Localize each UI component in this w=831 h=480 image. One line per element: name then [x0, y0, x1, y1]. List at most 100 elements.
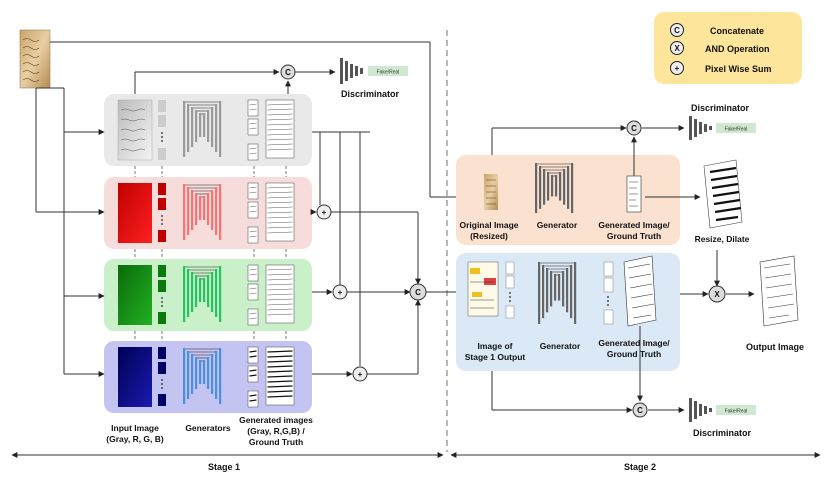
generator-stage2-bottom [538, 262, 577, 324]
stage2-bottom-generator [538, 262, 577, 324]
svg-text:C: C [415, 288, 421, 297]
stage2-bottom-ground-truth-label: Ground Truth [607, 349, 661, 359]
stage1-label: Stage 1 [208, 462, 240, 472]
generator-red [183, 184, 222, 240]
sum-node-red: + [316, 204, 332, 220]
svg-text:C: C [285, 68, 291, 77]
stage2-and-routing [680, 250, 755, 297]
generated-patch [247, 264, 259, 282]
stage1-discriminator-label: Discriminator [341, 89, 400, 99]
stage1-disc-routing [134, 69, 336, 94]
source-routing [35, 41, 481, 377]
stage2-bottom-concat-node: C [632, 402, 648, 418]
generated-patch [247, 118, 259, 136]
svg-text:X: X [714, 290, 720, 299]
input-image-sublabel: (Gray, R, G, B) [106, 434, 164, 444]
legend-label: AND Operation [705, 44, 770, 54]
stage2-bottom-generated-label: Generated Image/ [598, 338, 670, 348]
and-node: X [708, 285, 726, 303]
legend-label: Pixel Wise Sum [705, 64, 771, 74]
stage1-output-image [467, 261, 515, 319]
svg-text:C: C [631, 124, 637, 133]
stage1-concat-node: C [280, 64, 296, 80]
stage2-top-concat-node: C [626, 120, 642, 136]
stage2-generator-label: Generator [537, 220, 578, 230]
generated-patch [247, 390, 259, 408]
generated-patch [247, 308, 259, 326]
stage1-output-label: Image of [478, 341, 513, 351]
output-image [759, 255, 799, 327]
generated-patch [247, 283, 259, 301]
generators-label: Generators [185, 423, 231, 433]
stage2-bottom-generated-pages [603, 255, 657, 327]
generated-patch [247, 182, 259, 200]
generated-patch [247, 99, 259, 117]
generated-patch [247, 346, 259, 364]
generated-patch [247, 365, 259, 383]
legend-symbol: C [674, 26, 680, 35]
merge-concat-node: C [409, 283, 427, 301]
stage1-merge-routing [310, 131, 479, 377]
generated-patch [247, 201, 259, 219]
svg-text:+: + [322, 208, 327, 217]
stage1-generators [183, 101, 222, 404]
stage2-top-discriminator: Fake/Real Discriminator [689, 103, 756, 140]
ground-truth-page [265, 346, 295, 406]
input-image-label: Input Image [111, 423, 159, 433]
source-document-image [19, 29, 51, 89]
generated-images-label: Generated images [239, 415, 313, 425]
generator-stage2-top [535, 163, 574, 213]
legend-box [654, 12, 802, 84]
stage2-bottom-discriminator: Fake/Real Discriminator [689, 398, 756, 438]
stage2-bottom-generator-label: Generator [540, 341, 581, 351]
ground-truth-page [265, 264, 295, 324]
legend-symbol: X [674, 44, 680, 53]
resize-dilate-label: Resize, Dilate [695, 234, 750, 244]
fake-real-tag: Fake/Real [725, 409, 748, 415]
dilated-image [703, 159, 743, 229]
stage1-discriminator: Fake/Real Discriminator [340, 58, 408, 99]
generator-gray [183, 101, 222, 157]
stage2-top-generator [535, 163, 574, 213]
original-image-sublabel: (Resized) [470, 231, 508, 241]
ground-truth-page [265, 99, 295, 159]
generated-images-sublabel: (Gray, R,G,B) / [247, 426, 305, 436]
stage2-top-discriminator-label: Discriminator [691, 103, 750, 113]
stage2-bottom-discriminator-label: Discriminator [693, 428, 752, 438]
sum-node-green: + [332, 284, 348, 300]
input-images [117, 99, 153, 407]
sum-node-blue: + [352, 366, 368, 382]
generated-patch [247, 143, 259, 161]
generated-patch [247, 226, 259, 244]
svg-text:+: + [338, 288, 343, 297]
patch-stacks [158, 100, 166, 406]
output-image-label: Output Image [746, 342, 804, 352]
original-resized-image [484, 174, 498, 210]
generated-images [247, 99, 295, 408]
generator-green [183, 266, 222, 322]
stage2-top-disc-routing [491, 125, 701, 200]
ground-truth-label: Ground Truth [249, 437, 303, 447]
original-image-label: Original Image [459, 220, 518, 230]
fake-real-tag: Fake/Real [725, 127, 748, 133]
stage2-top-generated-page [626, 175, 642, 213]
stage2-generated-label: Generated Image/ [598, 220, 670, 230]
fake-real-tag: Fake/Real [377, 70, 400, 76]
legend-label: Concatenate [710, 26, 764, 36]
generator-blue [183, 348, 222, 404]
legend-symbol: + [675, 64, 680, 73]
ground-truth-page [265, 182, 295, 242]
legend: C Concatenate X AND Operation + Pixel Wi… [654, 12, 802, 84]
stage2-ground-truth-label: Ground Truth [607, 231, 661, 241]
band-links [134, 166, 287, 341]
stage1-output-sublabel: Stage 1 Output [465, 352, 526, 362]
legend-item-sum: + Pixel Wise Sum [670, 61, 771, 75]
svg-text:+: + [358, 370, 363, 379]
stage2-label: Stage 2 [624, 462, 656, 472]
legend-item-concatenate: C Concatenate [670, 23, 764, 37]
legend-item-and: X AND Operation [670, 41, 770, 55]
stage2-bottom-disc-routing [491, 326, 685, 413]
svg-text:C: C [637, 406, 643, 415]
